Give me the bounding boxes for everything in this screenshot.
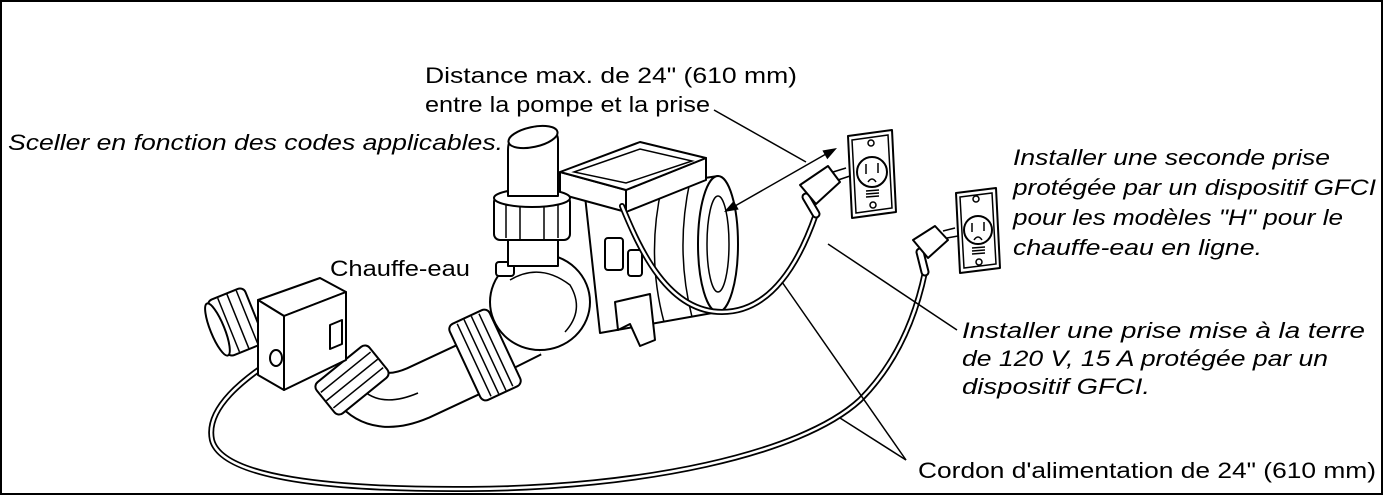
label-distance-line-2: entre la pompe et la prise xyxy=(425,92,710,117)
gfci-outlet-main xyxy=(847,129,897,219)
pump-volute xyxy=(489,253,591,351)
label-cord: Cordon d'alimentation de 24" (610 mm) xyxy=(918,458,1376,483)
leader-cord-heater xyxy=(839,417,907,461)
pump-motor xyxy=(584,175,739,347)
heater-cord-grommet xyxy=(269,349,283,367)
inline-heater xyxy=(204,277,347,391)
heater-plug xyxy=(912,225,959,277)
label-heater: Chauffe-eau xyxy=(330,256,470,281)
receptacle-icon xyxy=(856,156,888,188)
pump-control-box xyxy=(559,141,707,213)
leader-outlet xyxy=(827,243,958,331)
heater-power-cord xyxy=(208,269,928,493)
distance-double-arrow xyxy=(724,148,837,212)
label-outlet-line-2: de 120 V, 15 A protégée par un xyxy=(962,346,1328,371)
label-distance-line-1: Distance max. de 24" (610 mm) xyxy=(425,63,797,88)
receptacle-icon xyxy=(963,215,993,245)
heater-left-union xyxy=(204,287,265,357)
pump-discharge-union xyxy=(448,308,522,402)
pump-base-foot xyxy=(614,293,656,347)
label-second-outlet-line-4: chauffe-eau en ligne. xyxy=(1013,235,1262,260)
label-outlet-line-1: Installer une prise mise à la terre xyxy=(962,318,1365,343)
pump-power-cord xyxy=(619,203,819,316)
leader-distance xyxy=(713,109,807,163)
suction-pipe-opening xyxy=(507,124,559,150)
label-second-outlet-line-1: Installer une seconde prise xyxy=(1013,145,1330,170)
heater-terminal-block xyxy=(329,319,343,350)
gfci-outlet-second xyxy=(955,187,1001,274)
heater-right-union xyxy=(314,344,390,416)
label-outlet-line-3: dispositif GFCI. xyxy=(962,374,1150,399)
label-seal: Sceller en fonction des codes applicable… xyxy=(8,130,503,155)
motor-clamp xyxy=(604,237,624,271)
label-second-outlet-line-3: pour les modèles "H" pour le xyxy=(1012,205,1343,230)
suction-pipe xyxy=(493,124,571,267)
leader-lines xyxy=(713,109,958,461)
label-second-outlet-line-2: protégée par un dispositif GFCI xyxy=(1012,175,1376,200)
outlet-screw-icon xyxy=(867,139,875,147)
pump-plug xyxy=(799,165,851,219)
leader-cord-pump xyxy=(781,281,907,461)
